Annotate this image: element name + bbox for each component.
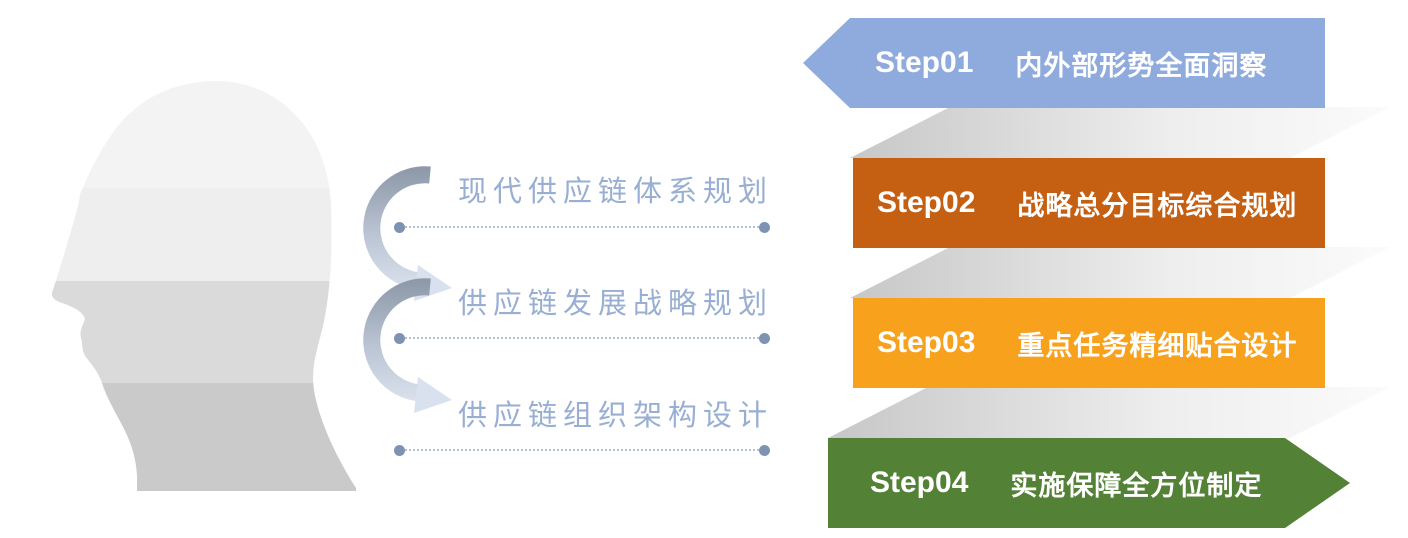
mind-label-1: 现代供应链体系规划 (458, 176, 774, 208)
step-title: 实施保障全方位制定 (1010, 470, 1263, 501)
head-silhouette-icon (51, 81, 356, 491)
endpoint-dot (759, 444, 770, 456)
step-id: Step01 (875, 46, 974, 79)
mind-label-3: 供应链组织架构设计 (458, 400, 774, 432)
fold-shadow-2 (850, 247, 1390, 298)
mind-label-2: 供应链发展战略规划 (458, 288, 774, 320)
fold-shadow-3 (828, 387, 1390, 438)
fold-shadow-1 (850, 107, 1390, 158)
dotted-connector-3 (394, 444, 770, 456)
step-id: Step04 (870, 466, 969, 499)
step-banner-step01: Step01 内外部形势全面洞察 (803, 18, 1325, 108)
step-title: 重点任务精细贴合设计 (1017, 330, 1298, 361)
step-title: 战略总分目标综合规划 (1017, 190, 1298, 221)
step-banner-step04: Step04 实施保障全方位制定 (828, 438, 1350, 528)
step-id: Step03 (877, 326, 976, 359)
endpoint-dot (759, 221, 770, 233)
step-id: Step02 (877, 186, 976, 219)
step-banner-step02: Step02 战略总分目标综合规划 (853, 158, 1325, 248)
curved-arrow-icon-2 (363, 278, 452, 413)
curved-flow-arrows (363, 166, 452, 413)
dotted-connector-2 (394, 332, 770, 344)
endpoint-dot (759, 332, 770, 344)
endpoint-dot (394, 444, 405, 456)
step-title: 内外部形势全面洞察 (1015, 50, 1268, 81)
endpoint-dot (394, 332, 405, 344)
dotted-connector-1 (394, 221, 770, 233)
endpoint-dot (394, 221, 405, 233)
step-banner-step03: Step03 重点任务精细贴合设计 (853, 298, 1325, 388)
